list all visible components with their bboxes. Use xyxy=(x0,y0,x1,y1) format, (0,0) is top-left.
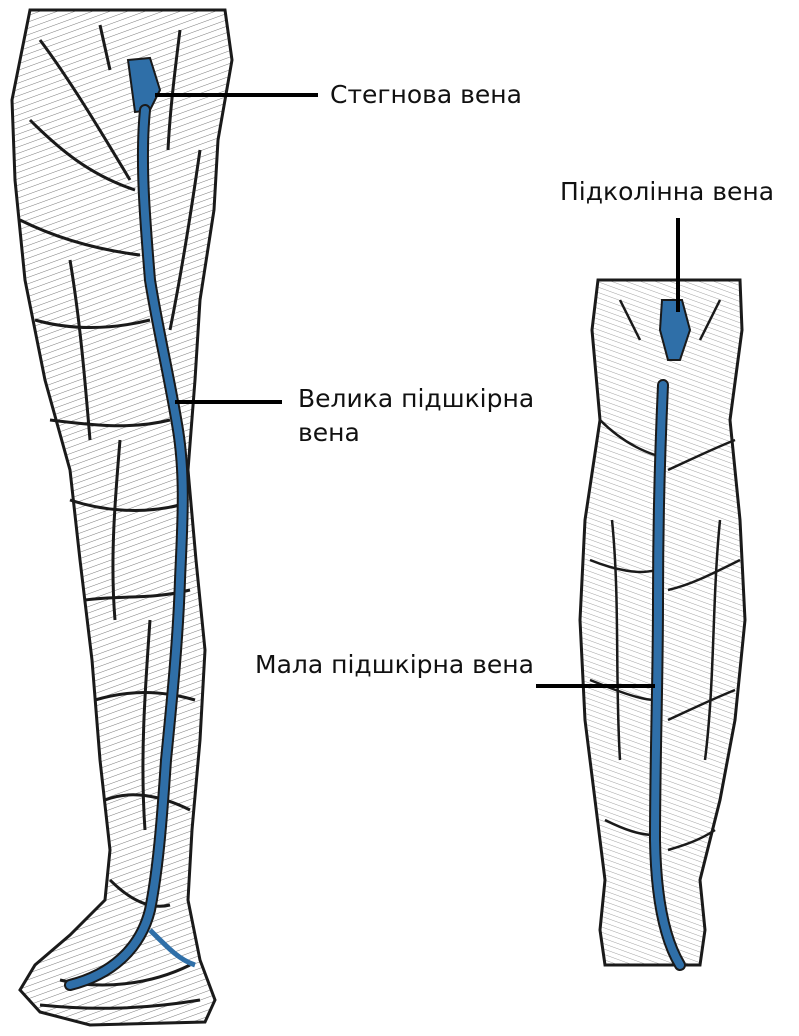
label-small-saphenous-vein: Мала підшкірна вена xyxy=(255,648,534,682)
anterior-leg xyxy=(12,10,232,1025)
label-popliteal-vein: Підколінна вена xyxy=(560,175,774,209)
posterior-leg xyxy=(580,280,745,965)
label-great-saphenous-vein: Велика підшкірна вена xyxy=(298,382,578,450)
label-femoral-vein: Стегнова вена xyxy=(330,78,522,112)
